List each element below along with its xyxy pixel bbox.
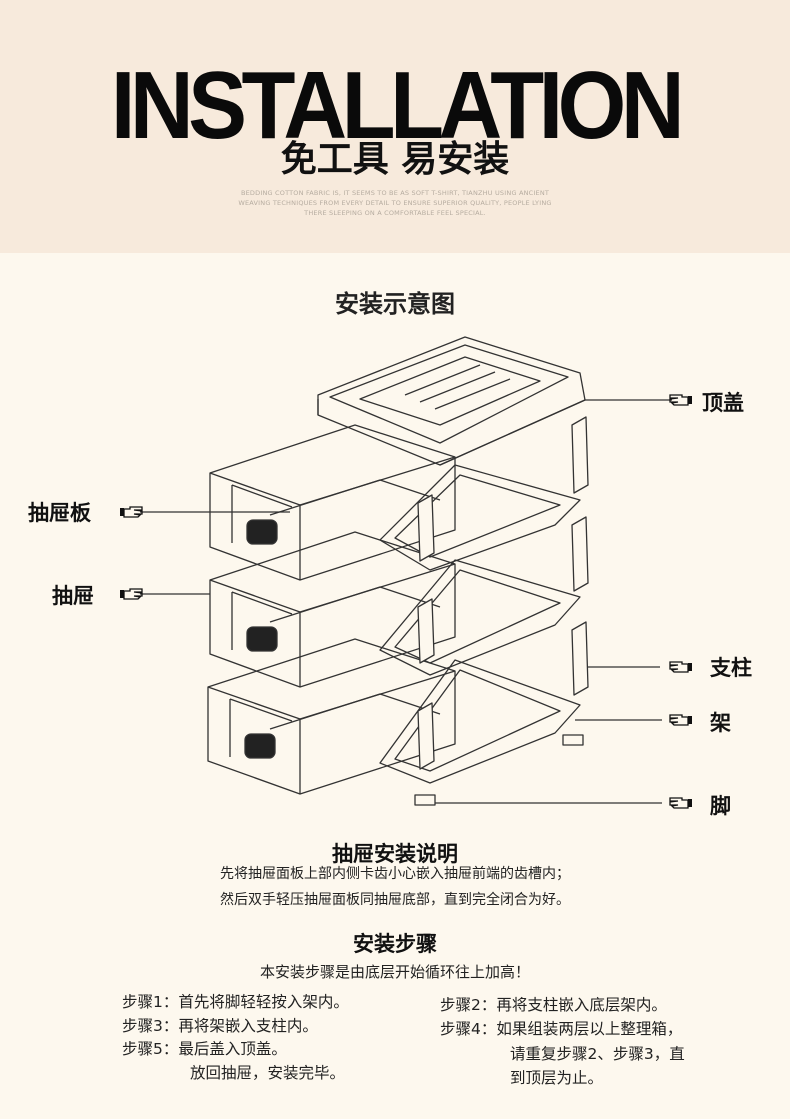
top-cover-shape [317, 336, 586, 466]
label-pillar: 支柱 [710, 656, 752, 680]
frame-1 [379, 464, 581, 571]
step-text: 再将架嵌入支柱内。 [178, 1017, 318, 1035]
drawer-instructions-line: 先将抽屉面板上部内侧卡齿小心嵌入抽屉前端的齿槽内； [220, 866, 570, 882]
step-label: 步骤4： [440, 1020, 497, 1038]
drawer-2 [209, 531, 456, 688]
step-label: 步骤5： [122, 1040, 179, 1058]
label-frame: 架 [710, 711, 731, 735]
step-text: 再将支柱嵌入底层架内。 [496, 996, 667, 1014]
step-label: 步骤2： [440, 996, 497, 1014]
fine-print: BEDDING COTTON FABRIC IS, IT SEEMS TO BE… [0, 188, 790, 218]
step-3: 步骤3：再将架嵌入支柱内。 [122, 1014, 318, 1038]
page-subtitle: 免工具 易安装 [280, 139, 510, 180]
label-drawer-panel: 抽屉板 [28, 501, 91, 525]
step-4-continued: 到顶层为止。 [510, 1069, 604, 1087]
drawer-instructions-line: 然后双手轻压抽屉面板同抽屉底部，直到完全闭合为好。 [220, 892, 570, 908]
page-title: INSTALLATION [110, 52, 685, 159]
fine-print-line: BEDDING COTTON FABRIC IS, IT SEEMS TO BE… [240, 189, 550, 197]
fine-print-line: WEAVING TECHNIQUES FROM EVERY DETAIL TO … [238, 199, 552, 207]
step-4-continued: 请重复步骤2、步骤3，直 [510, 1045, 685, 1063]
step-text: 如果组装两层以上整理箱， [496, 1020, 683, 1038]
label-foot: 脚 [710, 794, 731, 818]
label-drawer: 抽屉 [52, 584, 94, 608]
header-band [0, 0, 790, 253]
drawer-instructions-title: 抽屉安装说明 [332, 842, 458, 866]
step-5: 步骤5：最后盖入顶盖。 [122, 1037, 287, 1061]
install-steps-title: 安装步骤 [353, 932, 437, 956]
feet [414, 734, 584, 806]
step-label: 步骤3： [122, 1017, 179, 1035]
fine-print-line: THERE SLEEPING ON A COMFORTABLE FEEL SPE… [304, 209, 486, 217]
step-text: 最后盖入顶盖。 [178, 1040, 287, 1058]
pillars [417, 416, 589, 770]
step-text: 首先将脚轻轻按入架内。 [178, 993, 349, 1011]
install-steps-intro: 本安装步骤是由底层开始循环往上加高！ [259, 963, 530, 981]
drawer-1 [209, 424, 456, 581]
installation-diagram [119, 336, 693, 809]
step-2: 步骤2：再将支柱嵌入底层架内。 [440, 993, 667, 1017]
step-4: 步骤4：如果组装两层以上整理箱， [440, 1017, 682, 1041]
frame-3 [379, 659, 581, 784]
drawer-3 [207, 638, 456, 795]
step-label: 步骤1： [122, 993, 179, 1011]
diagram-title: 安装示意图 [335, 290, 455, 318]
step-5-continued: 放回抽屉，安装完毕。 [190, 1064, 346, 1082]
step-1: 步骤1：首先将脚轻轻按入架内。 [122, 990, 349, 1014]
frame-2 [379, 559, 581, 676]
label-top-cover: 顶盖 [702, 391, 744, 415]
